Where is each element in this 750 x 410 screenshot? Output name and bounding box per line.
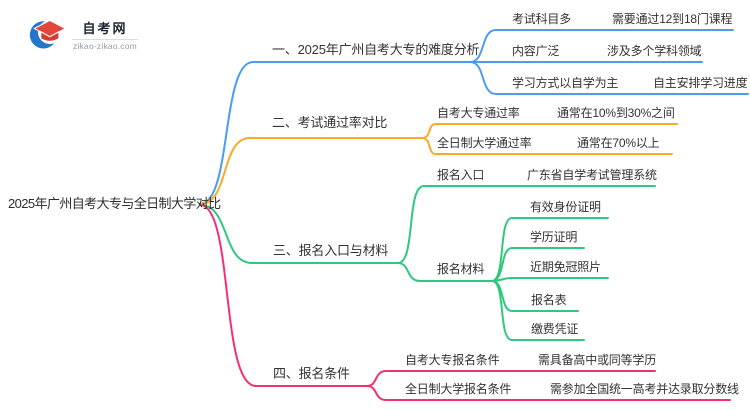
branch-1-child-2-value: 涉及多个学科领域 (607, 44, 702, 58)
branch-2-label: 二、考试通过率对比 (272, 115, 388, 130)
branch-1-child-1-label: 考试科目多 (512, 12, 572, 26)
root-topic: 2025年广州自考大专与全日制大学对比 (8, 196, 221, 211)
branch-2-child-1-label: 自考大专通过率 (437, 106, 520, 120)
branch-4-child-1-label: 自考大专报名条件 (405, 353, 500, 367)
material-item-4: 报名表 (531, 293, 567, 307)
logo-divider (72, 38, 138, 40)
branch-3-child-2-label: 报名材料 (437, 262, 485, 276)
material-item-2: 学历证明 (530, 230, 578, 244)
branch-2-child-2-value: 通常在70%以上 (577, 136, 660, 150)
branch-2-child-1-value: 通常在10%到30%之间 (557, 106, 675, 120)
branch-1-child-1-line (469, 29, 734, 63)
branch-2-lines (199, 123, 678, 205)
branch-1-line (199, 61, 471, 205)
branch-3-line (199, 204, 399, 264)
material-item-1: 有效身份证明 (530, 200, 601, 214)
branch-4-child-1-value: 需具备高中或同等学历 (538, 353, 657, 367)
branch-1-child-3-value: 自主安排学习进度 (653, 76, 748, 90)
material-5-line (491, 280, 585, 341)
branch-2-line (199, 137, 423, 205)
branch-3-child-1-label: 报名入口 (437, 168, 485, 182)
branch-3-lines (199, 185, 656, 341)
branch-1-child-3-line (469, 61, 749, 95)
site-logo: 自考网 zikao-zikao.com (28, 14, 138, 54)
branch-4-child-2-line (366, 385, 731, 401)
branch-4-line (199, 204, 368, 387)
branch-3-child-1-value: 广东省自学考试管理系统 (527, 168, 657, 182)
branch-1-child-1-value: 需要通过12到18门课程 (612, 12, 733, 26)
branch-4-lines (199, 204, 731, 401)
branch-1-lines (199, 29, 749, 205)
logo-domain: zikao-zikao.com (73, 40, 137, 51)
logo-title: 自考网 (82, 20, 128, 36)
branch-4-child-2-label: 全日制大学报名条件 (405, 382, 512, 396)
branch-4-child-2-value: 需参加全国统一高考并达录取分数线 (550, 382, 739, 396)
material-item-5: 缴费凭证 (531, 322, 579, 336)
branch-1-child-3-label: 学习方式以自学为主 (512, 76, 619, 90)
logo-graduation-cap-icon (29, 19, 67, 49)
material-3-line (491, 277, 609, 282)
branch-2-child-2-label: 全日制大学通过率 (437, 136, 532, 150)
material-item-3: 近期免冠照片 (530, 260, 601, 274)
material-2-line (491, 247, 585, 282)
branch-3-child-2-line (397, 262, 493, 282)
branch-1-label: 一、2025年广州自考大专的难度分析 (272, 42, 480, 57)
branch-1-child-2-label: 内容广泛 (512, 44, 560, 58)
branch-3-label: 三、报名入口与材料 (273, 243, 389, 258)
branch-4-label: 四、报名条件 (273, 366, 350, 381)
branch-3-child-1-line (397, 185, 656, 264)
branch-2-child-2-line (421, 137, 673, 155)
